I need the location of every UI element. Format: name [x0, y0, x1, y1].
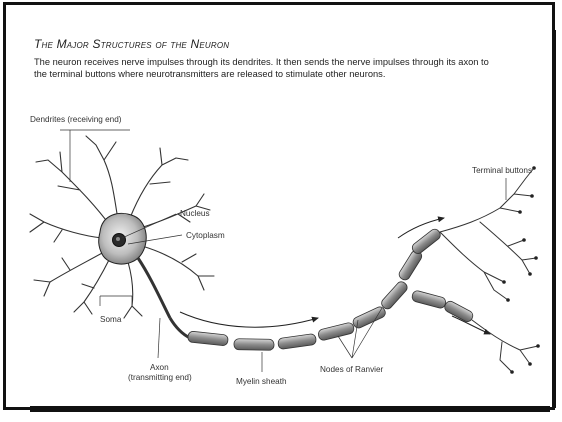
- myelin-sheath: [187, 227, 474, 350]
- soma-label: Soma: [100, 315, 122, 324]
- impulse-arrow-1: [180, 312, 318, 327]
- terminal-branches: [440, 168, 538, 372]
- axon-sublabel: (transmitting end): [128, 373, 192, 382]
- myelin-sheath-label: Myelin sheath: [236, 377, 287, 386]
- terminal-buttons: [502, 166, 540, 374]
- nodes-of-ranvier-label: Nodes of Ranvier: [320, 365, 384, 374]
- cytoplasm-label: Cytoplasm: [186, 231, 225, 240]
- dendrites-label: Dendrites (receiving end): [30, 115, 122, 124]
- axon-label: Axon: [150, 363, 169, 372]
- axon: [138, 258, 170, 318]
- terminal-buttons-label: Terminal buttons: [472, 166, 532, 175]
- nucleus-label: Nucleus: [180, 209, 210, 218]
